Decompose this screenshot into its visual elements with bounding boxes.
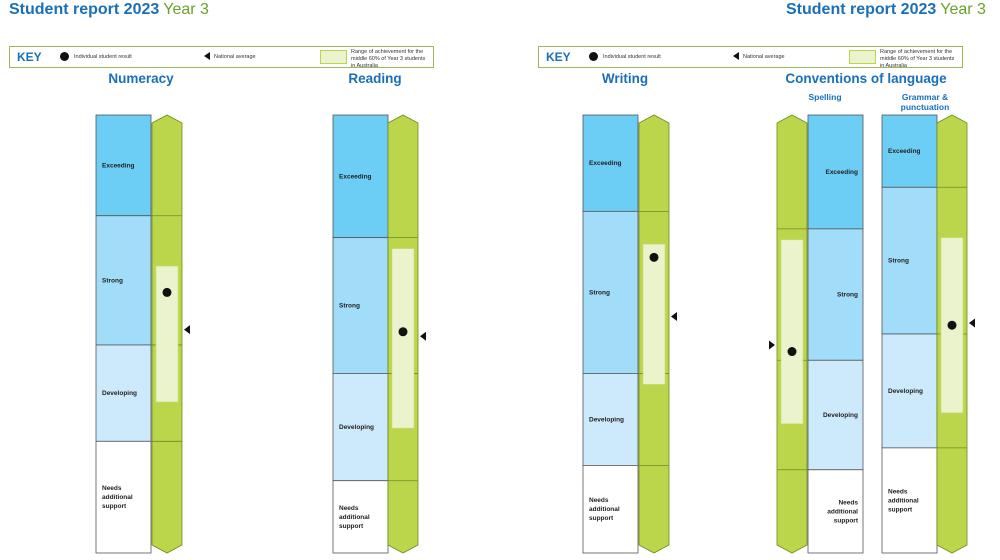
writing-level-label: Exceeding [589, 160, 622, 167]
spelling-level-label: additional [827, 508, 858, 515]
numeracy-level-strong [95, 215, 152, 346]
reading-level-label: Developing [339, 424, 374, 431]
numeracy-level-exceeding [95, 114, 152, 217]
spelling-level-label: Developing [823, 412, 858, 419]
grammar-punctuation-level-strong [881, 186, 938, 335]
grammar-punctuation-level-label: Strong [888, 258, 909, 265]
report-year: Year 3 [163, 1, 209, 18]
spelling-level-exceeding [807, 114, 864, 230]
range-key-swatch-icon [320, 50, 347, 64]
reading-level-label: Strong [339, 303, 360, 310]
section-title-reading: Reading [348, 71, 402, 86]
grammar-punctuation-level-label: Developing [888, 388, 923, 395]
key-range-text: Range of achievement for the middle 60% … [880, 49, 955, 69]
writing-middle-60-range [642, 243, 666, 385]
grammar-punctuation-level-label: additional [888, 497, 919, 504]
writing-level-strong [582, 210, 639, 374]
reading-level-strong [332, 237, 389, 374]
spelling-level-label: Strong [837, 292, 858, 299]
spelling-level-label: support [834, 517, 859, 524]
key-national-average-text: National average [743, 54, 785, 60]
student-result-key-dot-icon [60, 52, 69, 61]
section-title-numeracy: Numeracy [108, 71, 174, 86]
writing-student-result-dot [649, 252, 659, 262]
numeracy-level-label: Strong [102, 277, 123, 284]
spelling-middle-60-range [780, 239, 804, 425]
numeracy-student-result-dot [162, 287, 172, 297]
reading-national-average-marker [420, 331, 426, 341]
grammar-punctuation-level-label: Exceeding [888, 148, 921, 155]
national-average-key-triangle-icon [733, 52, 739, 60]
reading-level-exceeding [332, 114, 389, 239]
report-title-text: Student report 2023 [9, 1, 160, 18]
section-title-writing: Writing [601, 71, 649, 86]
subtitle-spelling: Spelling [808, 92, 842, 102]
spelling-level-label: Needs [838, 499, 858, 506]
grammar-punctuation-national-average-marker [969, 318, 975, 328]
numeracy-level-label: Developing [102, 390, 137, 397]
numeracy-national-average-marker [184, 325, 190, 335]
grammar-punctuation-student-result-dot [947, 320, 957, 330]
range-key-swatch-icon [849, 50, 876, 64]
spelling-level-label: Exceeding [825, 169, 858, 176]
writing-level-developing [582, 373, 639, 466]
key-label: KEY [17, 50, 42, 64]
writing-level-label: Strong [589, 289, 610, 296]
spelling-level-needs_support [807, 469, 864, 554]
writing-level-needs_support [582, 464, 639, 554]
student-result-key-dot-icon [589, 52, 598, 61]
reading-level-label: additional [339, 514, 370, 521]
reading-middle-60-range [391, 248, 415, 429]
numeracy-level-developing [95, 344, 152, 442]
national-average-key-triangle-icon [204, 52, 210, 60]
numeracy-level-label: support [102, 503, 127, 510]
writing-level-label: Developing [589, 416, 624, 423]
reading-level-label: Exceeding [339, 173, 372, 180]
numeracy-level-needs_support [95, 440, 152, 554]
reading-level-label: support [339, 523, 364, 530]
numeracy-level-label: Needs [102, 485, 122, 492]
grammar-punctuation-level-label: Needs [888, 488, 908, 495]
numeracy-level-label: Exceeding [102, 162, 135, 169]
reading-student-result-dot [398, 327, 408, 337]
numeracy-middle-60-range [155, 265, 179, 403]
section-title-conventions: Conventions of language [785, 71, 947, 86]
key-box-right: KEY Individual student result National a… [538, 46, 963, 69]
key-student-result-text: Individual student result [603, 54, 661, 60]
grammar-punctuation-level-label: support [888, 506, 913, 513]
writing-level-label: additional [589, 506, 620, 513]
spelling-level-developing [807, 359, 864, 471]
key-range-text: Range of achievement for the middle 60% … [351, 49, 426, 69]
report-year: Year 3 [940, 1, 986, 18]
writing-level-exceeding [582, 114, 639, 212]
writing-level-label: support [589, 515, 614, 522]
grammar-punctuation-level-needs_support [881, 447, 938, 554]
key-national-average-text: National average [214, 54, 256, 60]
key-label: KEY [546, 50, 571, 64]
grammar-punctuation-level-exceeding [881, 114, 938, 188]
report-title-text: Student report 2023 [786, 1, 937, 18]
subtitle-grammar-punctuation: Grammar & punctuation [900, 92, 950, 112]
spelling-student-result-dot [787, 347, 797, 357]
writing-national-average-marker [671, 311, 677, 321]
spelling-level-strong [807, 228, 864, 361]
key-box-left: KEY Individual student result National a… [9, 46, 434, 69]
reading-level-label: Needs [339, 505, 359, 512]
spelling-national-average-marker [769, 340, 775, 350]
key-student-result-text: Individual student result [74, 54, 132, 60]
writing-level-label: Needs [589, 497, 609, 504]
reading-level-needs_support [332, 480, 389, 554]
numeracy-level-label: additional [102, 494, 133, 501]
